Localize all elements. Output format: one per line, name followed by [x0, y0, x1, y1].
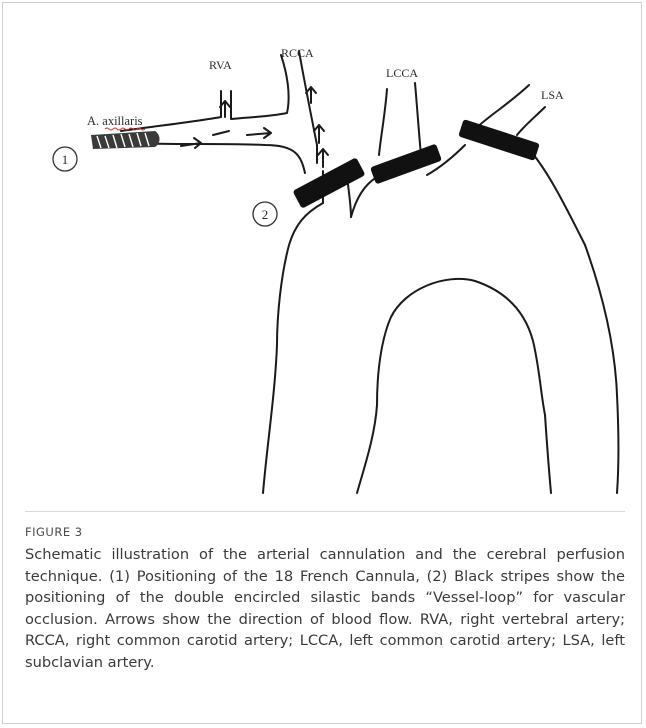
descending-aorta-outer — [585, 245, 619, 493]
caption-divider — [25, 511, 625, 512]
vessel-loop-band-3 — [458, 119, 540, 161]
rcca-wall — [299, 51, 317, 163]
inner-arch-left — [357, 405, 377, 493]
ascending-aorta — [263, 203, 323, 493]
vessel-loop-band-2 — [370, 144, 442, 185]
arch-top — [351, 145, 585, 245]
cannula — [91, 131, 160, 149]
label-lcca: LCCA — [386, 66, 418, 80]
marker-cannula: 1 — [53, 147, 77, 171]
label-rcca: RCCA — [281, 46, 314, 60]
arrow-right-2-icon — [213, 131, 229, 135]
marker-vessel-loop-number: 2 — [262, 207, 269, 222]
marker-cannula-number: 1 — [62, 152, 69, 167]
label-axillaris: A. axillaris — [87, 114, 143, 128]
label-rva: RVA — [209, 58, 232, 72]
aortic-arch-diagram: RVA RCCA LCCA LSA A. axillaris 1 2 — [5, 5, 645, 513]
figure-caption: Schematic illustration of the arterial c… — [25, 544, 625, 673]
axillary-artery-upper-wall — [121, 55, 289, 131]
arrow-right-3-icon — [247, 128, 271, 138]
axillary-artery-lower-wall — [131, 143, 305, 173]
lcca-walls — [379, 83, 421, 155]
marker-vessel-loop: 2 — [253, 202, 277, 226]
flow-arrows — [181, 87, 328, 167]
label-lsa: LSA — [541, 88, 564, 102]
figure-label: FIGURE 3 — [25, 525, 83, 539]
vessel-loop-bands — [293, 119, 540, 209]
arrow-up-brachio-icon — [318, 149, 328, 167]
inner-arch — [377, 279, 551, 493]
